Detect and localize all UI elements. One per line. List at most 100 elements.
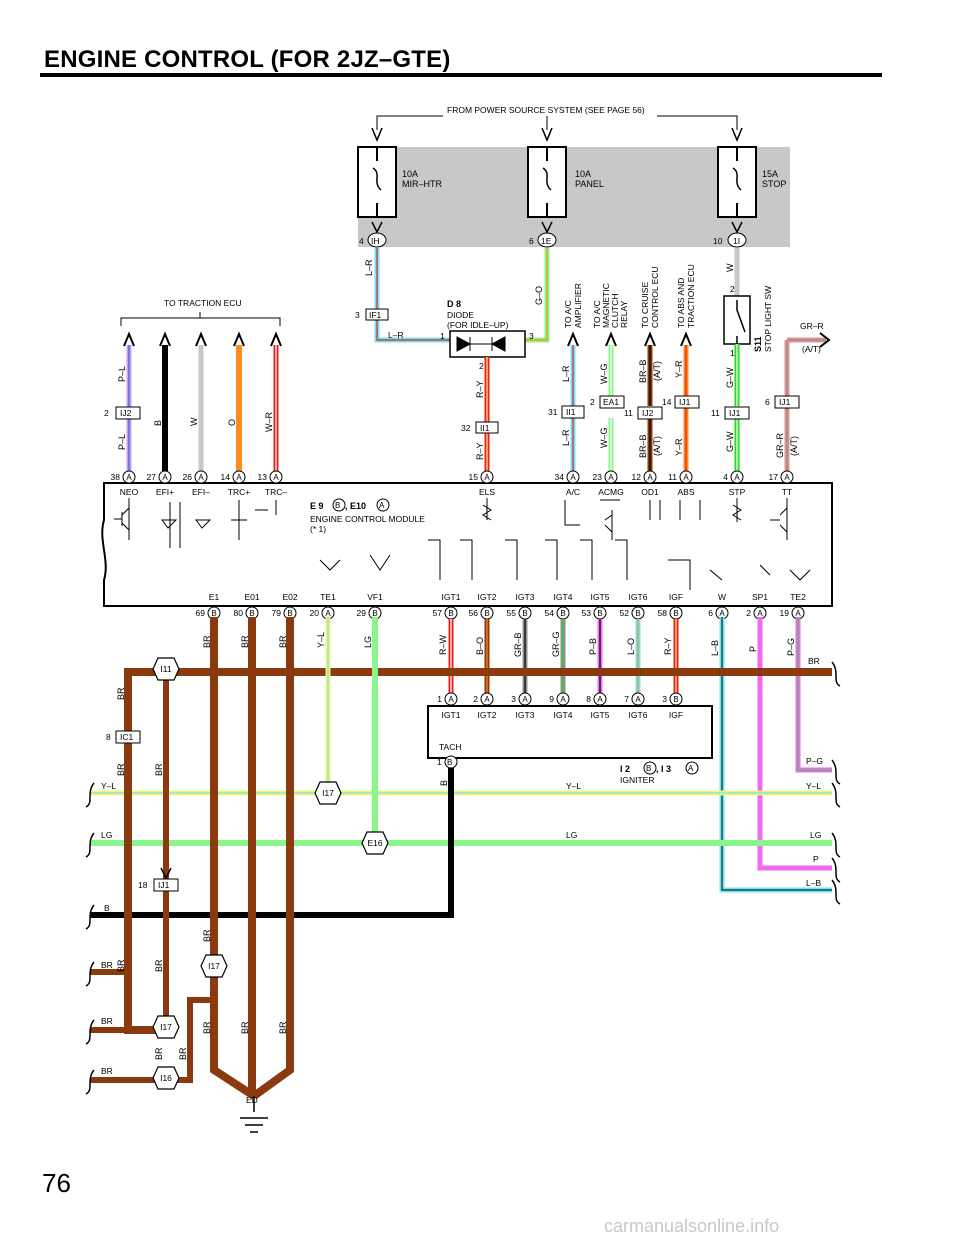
ecm-bottom-pin-e1-connector-letter: B (211, 609, 216, 618)
ecm-top-pin-stp-name: STP (729, 487, 746, 497)
splice-i17-a-label: I17 (322, 788, 334, 798)
ecm-top-pin-od1-connector-letter: A (647, 473, 653, 482)
ecm-badge-b (332, 498, 346, 512)
ground-ed (240, 1096, 268, 1133)
ecm-top-pin-els-connector (480, 470, 494, 484)
connector-ij1-11-label: IJ1 (729, 408, 741, 418)
wire-label-gr-r-b: GR–R (775, 432, 785, 458)
page-title: ENGINE CONTROL (FOR 2JZ–GTE) (44, 46, 451, 73)
bus-br-left-stubs (90, 969, 160, 1083)
wire-label-y-l-te1: Y–L (316, 632, 326, 648)
connector-1i (727, 232, 747, 248)
wire-label-l-r2: L–R (388, 330, 404, 340)
fuse-stop (717, 146, 757, 218)
ecm-top-pin-od1-number: 12 (632, 472, 642, 482)
wire-label-br-b-b: BR–B (638, 434, 648, 458)
igniter-pin-igt1-number: 1 (437, 694, 442, 704)
igniter-pin-igt3-number: 3 (511, 694, 516, 704)
splice-i17-b (200, 954, 228, 978)
ecm-bottom-pin-igt5-connector-letter: B (597, 609, 602, 618)
right-lg: LG (810, 830, 821, 840)
ecm-bottom-pin-igt2-name: IGT2 (478, 592, 497, 602)
wire-label-br-e1: BR (202, 635, 212, 648)
fuse-output-arrows (371, 221, 743, 234)
splice-e16 (361, 831, 389, 855)
connector-ij1-18 (153, 878, 179, 892)
ecm-top-pin-trc--connector (269, 470, 283, 484)
to-cruise-2: CONTROL ECU (650, 266, 660, 328)
igniter-pin-igf-name: IGF (669, 710, 683, 720)
fuse3-amp: 15A (762, 169, 778, 179)
wire-label-r-y-b: R–Y (475, 442, 485, 460)
splice-i17-c (152, 1015, 180, 1039)
arrow-efi-minus (195, 331, 207, 347)
ecm-bottom-pin-igt1-name: IGT1 (442, 592, 461, 602)
splice-e16-label: E16 (367, 838, 382, 848)
watermark: carmanualsonline.info (604, 1216, 780, 1236)
wire-label-y-r-b: Y–R (674, 438, 684, 456)
wire-label-l-r-31: L–R (561, 365, 571, 382)
title-rule (40, 73, 882, 77)
igniter-badge-b-label: B (646, 764, 651, 773)
arrow-trc-minus (270, 331, 282, 347)
wire-label-o: O (227, 419, 237, 426)
ecm-top-pin-stp-number: 4 (723, 472, 728, 482)
ecm-top-pin-tt-name: TT (782, 487, 792, 497)
left-y-l: Y–L (101, 781, 116, 791)
right-p: P (813, 854, 819, 864)
right-br: BR (808, 656, 820, 666)
ecm-bottom-pin-igt6-name: IGT6 (629, 592, 648, 602)
splice-i17-b-label: I17 (208, 961, 220, 971)
to-abs-2: TRACTION ECU (686, 264, 696, 328)
connector-ij2-label: IJ2 (120, 408, 132, 418)
splice-i16 (152, 1066, 180, 1090)
ecm-top-pin-abs-name: ABS (677, 487, 694, 497)
splice-i11-label: I11 (160, 664, 171, 674)
connector-ea1-pin: 2 (590, 397, 595, 407)
wire-label-p-b: P–B (588, 638, 598, 655)
ecm-bottom-pin-w-name: W (718, 592, 726, 602)
wire-p-g (795, 617, 832, 773)
arrow-abs (680, 331, 692, 347)
connector-1e (537, 232, 557, 248)
to-abs-1: TO ABS AND (676, 278, 686, 328)
wire-label-l-r: L–R (364, 259, 374, 276)
arrow-trc-plus (233, 331, 245, 347)
igniter-pin-igt3-name: IGT3 (516, 710, 535, 720)
wire-label-p-g: P–G (786, 638, 796, 656)
ecm-top-pin-trc--connector-letter: A (273, 473, 279, 482)
s11-name: STOP LIGHT SW (763, 286, 773, 352)
igniter-id-i3: , I 3 (656, 764, 671, 774)
igniter-pin-igt5-connector-letter: A (597, 695, 603, 704)
igniter-pin-igt3-connector (518, 692, 532, 706)
wire-label-br-e02: BR (278, 635, 288, 648)
ecm-bottom-pin-e01-name: E01 (244, 592, 259, 602)
ecm-top-pin-efi--name: EFI+ (156, 487, 174, 497)
ecm-bottom-pin-te2-connector-letter: A (795, 609, 801, 618)
br-v-2: BR (154, 959, 164, 972)
ecm-top-pin-trc--name: TRC– (265, 487, 287, 497)
stop-sw-pin2: 2 (730, 284, 735, 294)
igniter-pin-igt4-name: IGT4 (554, 710, 573, 720)
at-label-4: (A/T) (789, 436, 799, 456)
wire-label-l-b: L–B (710, 640, 720, 656)
wire-label-w-stop: W (725, 263, 735, 272)
igniter-tach-pin: 1 (437, 757, 442, 767)
bus-br-main (124, 668, 832, 1034)
ecm-top-pin-acmg-name: ACMG (598, 487, 624, 497)
connector-ij1-14-label: IJ1 (679, 397, 691, 407)
wire-label-br-e02b: BR (278, 1021, 288, 1034)
arrow-ac-amp (567, 331, 579, 347)
connector-ii1-32-pin: 32 (461, 423, 471, 433)
connector-ij1-6-pin: 6 (765, 397, 770, 407)
to-ac-mag-4: RELAY (619, 300, 629, 328)
connector-ih-pin: 4 (359, 236, 364, 246)
fuse-mir-htr (357, 146, 397, 218)
igniter-pin-igt5-number: 8 (586, 694, 591, 704)
wire-l-r-top (374, 248, 450, 343)
br-v-1: BR (154, 763, 164, 776)
ecm-bottom-pin-e01-connector-letter: B (249, 609, 254, 618)
left-break-marks (85, 782, 95, 1095)
ecm-bottom-pin-igt3-connector-letter: B (522, 609, 527, 618)
connector-ij1-6-label: IJ1 (779, 397, 791, 407)
